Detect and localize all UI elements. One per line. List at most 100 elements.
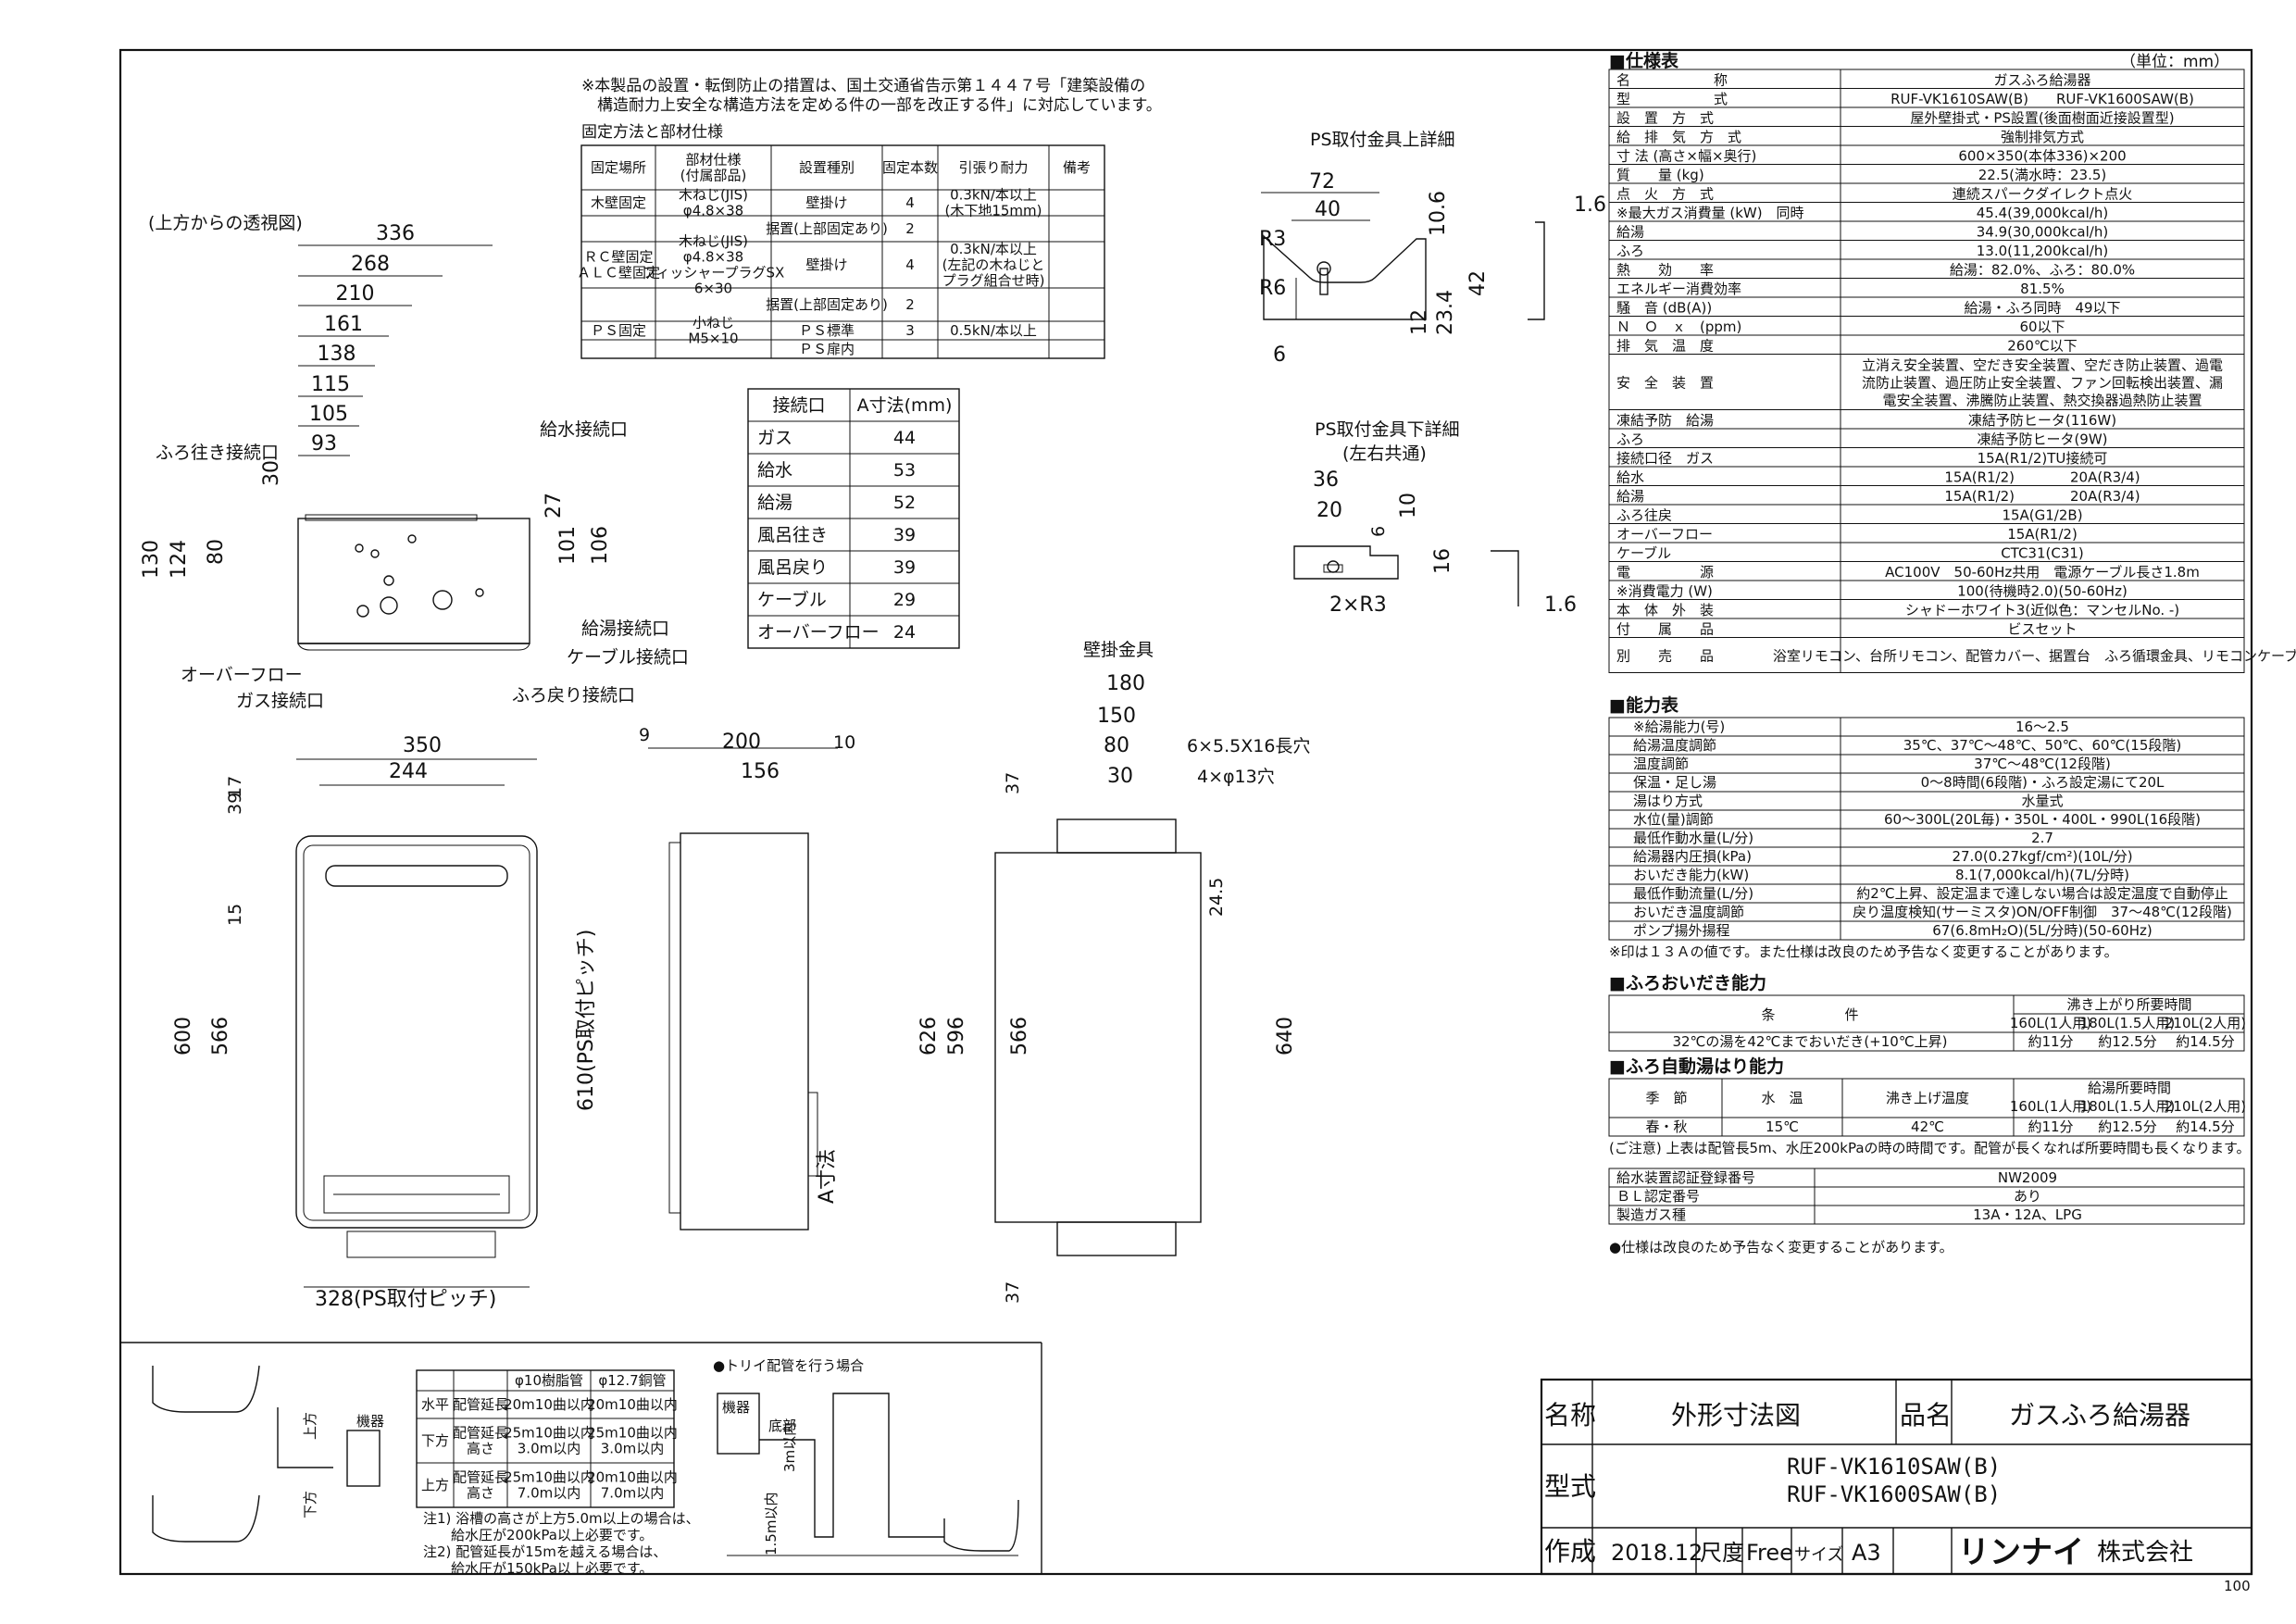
svg-text:600: 600 (172, 1017, 195, 1056)
svg-text:610(PS取付ピッチ): 610(PS取付ピッチ) (575, 930, 598, 1111)
svg-text:4×φ13穴: 4×φ13穴 (1197, 767, 1275, 787)
spec-label: 接続口径 ガス (1616, 450, 1714, 467)
svg-text:350: 350 (403, 734, 442, 757)
autofill-note: (ご注意) 上表は配管長5m、水圧200kPaの時の時間です。配管が長くなれば所… (1609, 1140, 2251, 1156)
a-table-port: 給湯 (757, 493, 792, 513)
tb-model-label: 型式 (1544, 1471, 1596, 1502)
piping-note-4: 給水圧が150kPa以上必要です。 (423, 1560, 653, 1577)
fixing-header: 設置種別 (799, 159, 855, 176)
piping-header: φ10樹脂管 (515, 1372, 583, 1389)
fixing-cell: 4 (905, 194, 915, 211)
fixing-cell: 小ねじ (693, 315, 734, 331)
spec-label: 給 排 気 方 式 (1616, 129, 1741, 145)
fixing-header: 固定本数 (882, 159, 938, 176)
svg-text:150: 150 (1097, 705, 1136, 728)
svg-text:42: 42 (1466, 270, 1490, 296)
top-view-vdim: 130 (140, 540, 163, 579)
spec-label: 本 体 外 装 (1616, 602, 1714, 618)
svg-text:15: 15 (225, 904, 245, 926)
top-view-dim: 138 (318, 343, 356, 366)
spec-label: 質 量 (kg) (1616, 167, 1704, 183)
spec-value: 電安全装置、沸騰防止装置、熱交換器過熱防止装置 (1882, 393, 2202, 409)
spec-label: 給湯 (1616, 223, 1644, 240)
spec-label: ふろ往戻 (1616, 506, 1672, 523)
fixing-cell: 据置(上部固定あり) (766, 296, 888, 313)
spec-value: シャドーホワイト3(近似色：マンセルNo. -) (1905, 602, 2179, 618)
a-table-port: オーバーフロー (757, 622, 880, 643)
svg-text:16: 16 (1431, 548, 1454, 574)
top-view-label: ケーブル接続口 (567, 646, 689, 668)
svg-text:36: 36 (1313, 468, 1339, 492)
ability-value: 8.1(7,000kcal/h)(7L/分時) (1955, 867, 2129, 883)
spec-label: ケーブル (1616, 544, 1671, 561)
ps-bottom-detail: PS取付金具下詳細 (左右共通) 36 20 2×R3 6 10 16 1.6 (1293, 419, 1577, 617)
top-view-label: ふろ往き接続口 (156, 443, 279, 463)
cert-value: NW2009 (1998, 1169, 2057, 1186)
a-table-value: 39 (893, 557, 916, 578)
fixing-cell: (木下地15mm) (944, 203, 1042, 219)
a-table-value: 29 (893, 590, 916, 610)
ps-top-detail: PS取付金具上詳細 72 40 R3 R6 6 10.6 12 23.4 42 … (1259, 130, 1606, 367)
spec-value: 凍結予防ヒータ(116W) (1968, 412, 2116, 429)
trap-title: ●トリイ配管を行う場合 (713, 1357, 864, 1374)
svg-text:39: 39 (225, 793, 245, 815)
down-label: 下方 (302, 1491, 318, 1518)
spec-label: ふろ (1616, 243, 1644, 259)
spec-value: 15A(G1/2B) (2002, 506, 2082, 523)
spec-value: 260℃以下 (2007, 337, 2077, 354)
spec-label: オーバーフロー (1616, 526, 1713, 543)
spec-label: 騒 音 (dB(A)) (1616, 299, 1712, 316)
ability-label: ※給湯能力(号) (1633, 718, 1725, 735)
trap-3m-label: 3m以内 (781, 1422, 798, 1472)
piping-note-3: 注2) 配管延長が15mを越える場合は、 (423, 1543, 667, 1560)
spec-value: 15A(R1/2) (2007, 526, 2078, 543)
ability-value: 27.0(0.27kgf/cm²)(10L/分) (1952, 848, 2132, 865)
spec-label: Ｎ Ｏ ｘ (ppm) (1616, 319, 1741, 335)
a-table-value: 52 (893, 493, 916, 513)
tb-product: ガスふろ給湯器 (2009, 1400, 2190, 1430)
spec-value: AC100V 50-60Hz共用 電源ケーブル長さ1.8m (1885, 564, 2200, 581)
piping-cell: 3.0m以内 (601, 1441, 664, 1457)
spec-value: 100(待機時2.0)(50-60Hz) (1957, 582, 2128, 599)
cert-value: あり (2014, 1188, 2041, 1205)
spec-value: 給湯：82.0%、ふろ：80.0% (1950, 261, 2135, 278)
svg-text:1.6: 1.6 (1544, 593, 1577, 617)
svg-text:37: 37 (1003, 772, 1023, 794)
reheat-time: 約11分 (2028, 1033, 2073, 1050)
fixing-title: 固定方法と部材仕様 (581, 123, 723, 142)
spec-value: 600×350(本体336)×200 (1958, 147, 2126, 164)
autofill-col: 210L(2人用) (2165, 1098, 2246, 1115)
sheet-border (119, 48, 2253, 1576)
svg-text:180: 180 (1106, 672, 1145, 695)
fixing-cell: 0.5kN/本以上 (950, 322, 1037, 339)
spec-unit: （単位：mm） (2120, 53, 2229, 71)
ability-label: 保温・足し湯 (1633, 774, 1716, 791)
top-view-vdim: 27 (543, 493, 566, 518)
fixing-cell: 4 (905, 256, 915, 273)
spec-label: 点 火 方 式 (1616, 185, 1714, 202)
ability-value: 2.7 (2031, 830, 2053, 846)
side-view: 9 200 10 156 A寸法 (639, 725, 855, 1230)
tb-model-1: RUF-VK1610SAW(B) (1787, 1454, 2001, 1480)
spec-title: ■仕様表 (1609, 50, 1679, 71)
fixing-cell: ＰＳ固定 (591, 322, 646, 339)
top-view-vdim: 124 (168, 540, 191, 579)
ability-label: ポンプ揚外揚程 (1633, 922, 1730, 939)
top-view: (上方からの透視図) 33626821016113811510593302713… (140, 213, 689, 711)
tb-scale: Free (1746, 1540, 1793, 1566)
title-block: 名称 外形寸法図 品名 ガスふろ給湯器 型式 RUF-VK1610SAW(B) … (1540, 1378, 2253, 1576)
svg-text:24.5: 24.5 (1206, 878, 1227, 917)
trap-15m-label: 1.5m以内 (763, 1493, 780, 1555)
a-table-value: 53 (893, 460, 916, 481)
fixing-header: 引張り耐力 (958, 159, 1028, 176)
svg-text:156: 156 (741, 760, 780, 783)
tb-model-2: RUF-VK1600SAW(B) (1787, 1481, 2001, 1507)
spec-label: 別 売 品 (1616, 648, 1714, 665)
ability-value: 0～8時間(6段階)・ふろ設定湯にて20L (1921, 774, 2165, 791)
svg-text:566: 566 (1008, 1017, 1031, 1056)
svg-text:12: 12 (1408, 309, 1431, 335)
piping-note-1: 注1) 浴槽の高さが上方5.0m以上の場合は、 (423, 1510, 700, 1527)
svg-text:6: 6 (1368, 526, 1389, 537)
piping-cell: 配管延長 (453, 1396, 508, 1413)
piping-cell: 25m10曲以内 (504, 1469, 594, 1486)
